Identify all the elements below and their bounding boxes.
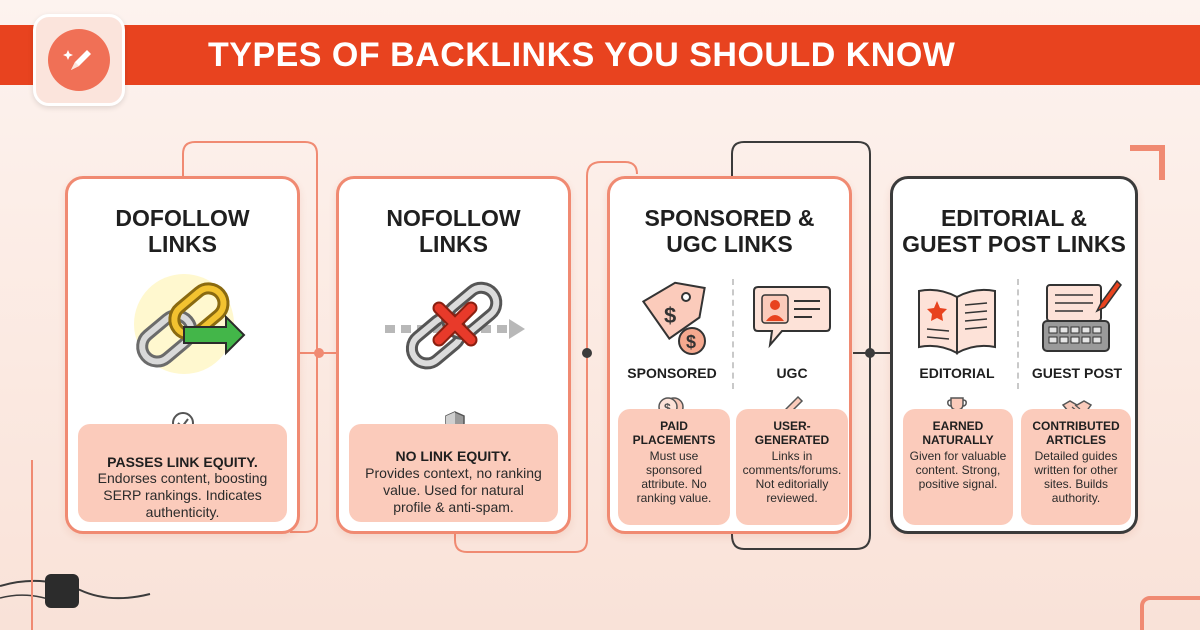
info-panel-sponsored: PAID PLACEMENTS Must use sponsored attri… — [618, 409, 730, 525]
divider — [1017, 279, 1019, 389]
pen-sparkle-icon — [63, 50, 91, 70]
logo-circle — [48, 29, 110, 91]
panel-title: PASSES LINK EQUITY. — [107, 454, 258, 470]
page-title: TYPES OF BACKLINKS YOU SHOULD KNOW — [208, 35, 956, 74]
panel-text: Detailed guides written for other sites.… — [1034, 449, 1118, 505]
card-editorial-guest: EDITORIAL & GUEST POST LINKS EDITORIAL G… — [890, 176, 1138, 534]
card-dofollow: DOFOLLOW LINKS PASSES LINK EQUITY. Endor… — [65, 176, 300, 534]
panel-title: EARNED NATURALLY — [922, 419, 994, 447]
card-title: EDITORIAL & GUEST POST LINKS — [902, 205, 1126, 257]
panel-title: CONTRIBUTED ARTICLES — [1032, 419, 1120, 447]
info-panel-ugc: USER- GENERATED Links in comments/forums… — [736, 409, 848, 525]
header-band — [0, 25, 1200, 85]
sub-label-sponsored: SPONSORED — [627, 365, 717, 381]
panel-text: Must use sponsored attribute. No ranking… — [636, 449, 712, 505]
price-tag-dollar-icon: $ $ — [641, 281, 706, 355]
sub-label-editorial: EDITORIAL — [919, 365, 995, 381]
panel-title: PAID PLACEMENTS — [632, 419, 716, 447]
info-panel: NO LINK EQUITY. Provides context, no ran… — [349, 424, 558, 522]
card-title: SPONSORED & UGC LINKS — [644, 205, 815, 257]
typewriter-pen-icon — [1042, 279, 1122, 352]
broken-chain-x-icon — [385, 281, 525, 370]
user-chat-bubble-icon — [753, 286, 831, 349]
svg-text:$: $ — [664, 401, 671, 415]
card-nofollow: NOFOLLOW LINKS NO LINK EQUITY. Provides … — [336, 176, 571, 534]
card-sponsored-ugc: SPONSORED & UGC LINKS $ $ SPONSORED UGC … — [607, 176, 852, 534]
svg-text:$: $ — [664, 303, 676, 328]
card-title: NOFOLLOW LINKS — [386, 205, 521, 257]
panel-title: USER- GENERATED — [754, 419, 830, 447]
open-book-star-icon — [918, 288, 996, 355]
panel-title: NO LINK EQUITY. — [395, 448, 512, 464]
info-panel-editorial: EARNED NATURALLY Given for valuable cont… — [903, 409, 1013, 525]
sub-label-guest-post: GUEST POST — [1031, 365, 1123, 381]
panel-text: Links in comments/forums. Not editoriall… — [742, 449, 842, 505]
panel-text: Given for valuable content. Strong, posi… — [909, 449, 1007, 491]
divider — [732, 279, 734, 389]
info-panel-guest-post: CONTRIBUTED ARTICLES Detailed guides wri… — [1021, 409, 1131, 525]
card-title: DOFOLLOW LINKS — [115, 205, 250, 257]
chain-link-arrow-icon — [134, 274, 246, 374]
panel-text: Provides context, no ranking value. Used… — [365, 465, 542, 515]
info-panel: PASSES LINK EQUITY. Endorses content, bo… — [78, 424, 287, 522]
panel-text: Endorses content, boosting SERP rankings… — [97, 470, 268, 520]
sub-label-ugc: UGC — [776, 365, 808, 381]
logo — [33, 14, 125, 106]
svg-text:$: $ — [686, 332, 696, 352]
